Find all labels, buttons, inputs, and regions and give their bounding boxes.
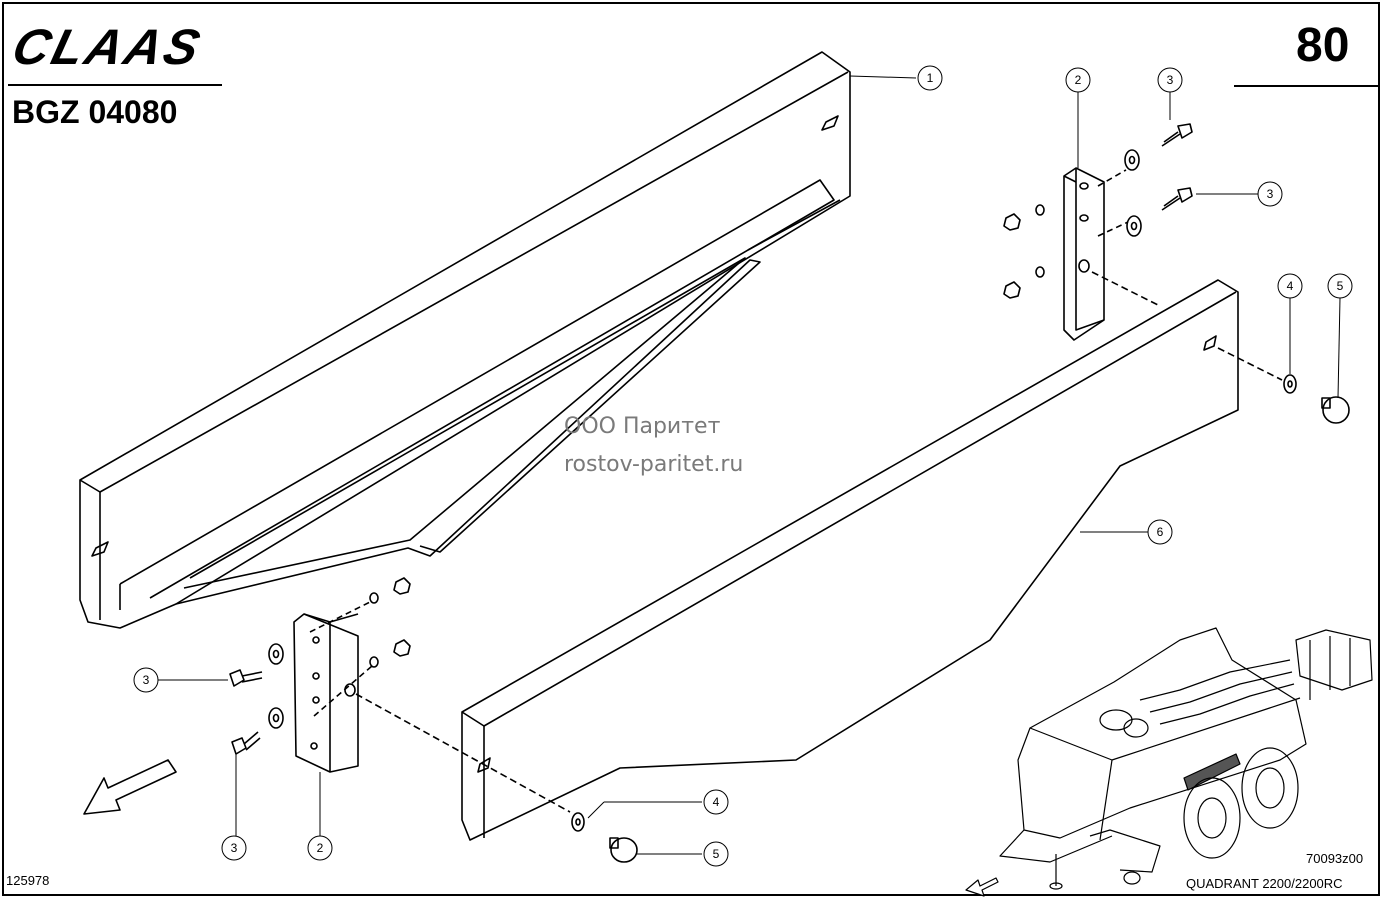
callout-2-bottom: 2 [307, 835, 333, 861]
svg-text:5: 5 [713, 847, 720, 861]
callout-3-left-a: 3 [133, 667, 159, 693]
watermark-company: ООО Паритет [564, 414, 721, 439]
watermark-website: rostov-paritet.ru [564, 452, 744, 477]
svg-text:3: 3 [143, 673, 150, 687]
page-number: 80 [1296, 19, 1350, 72]
callout-3-top-a: 3 [1157, 67, 1183, 93]
svg-text:4: 4 [713, 795, 720, 809]
baler-machine-sketch [999, 627, 1373, 890]
callout-5-bottom: 5 [703, 841, 729, 867]
svg-text:5: 5 [1337, 279, 1344, 293]
svg-text:1: 1 [927, 71, 934, 85]
svg-text:3: 3 [231, 841, 238, 855]
callout-4-bottom: 4 [703, 789, 729, 815]
callout-6: 6 [1147, 519, 1173, 545]
direction-arrow-small [965, 877, 999, 897]
callout-3-top-b: 3 [1257, 181, 1283, 207]
callout-1: 1 [917, 65, 943, 91]
header-rule-left [8, 84, 222, 86]
group-code: BGZ 04080 [12, 94, 178, 130]
part-2-lower-bracket [293, 601, 571, 813]
svg-text:2: 2 [1075, 73, 1082, 87]
header-rule-right [1234, 85, 1380, 87]
callout-4-right: 4 [1277, 273, 1303, 299]
bottom-fasteners [571, 812, 638, 863]
upper-bolts [1161, 123, 1193, 211]
part-2-upper-bracket [1063, 167, 1161, 341]
svg-text:3: 3 [1167, 73, 1174, 87]
document-number: 125978 [6, 873, 50, 888]
svg-text:4: 4 [1287, 279, 1294, 293]
lower-bolts [229, 669, 263, 755]
part-1-upper-panel [79, 51, 851, 629]
callout-leaders [158, 75, 1341, 855]
figure-code: 70093z00 [1306, 851, 1364, 866]
callout-3-left-b: 3 [221, 835, 247, 861]
svg-text:2: 2 [317, 841, 324, 855]
direction-arrow-large [83, 759, 177, 815]
machine-model: QUADRANT 2200/2200RC [1186, 876, 1343, 891]
callout-2-top: 2 [1065, 67, 1091, 93]
svg-text:3: 3 [1267, 187, 1274, 201]
right-fasteners [1217, 347, 1350, 424]
upper-washers-nuts [1003, 149, 1142, 299]
svg-text:6: 6 [1157, 525, 1164, 539]
part-6-lower-panel [461, 279, 1239, 841]
lower-washers-nuts [268, 577, 411, 729]
callout-5-right: 5 [1327, 273, 1353, 299]
